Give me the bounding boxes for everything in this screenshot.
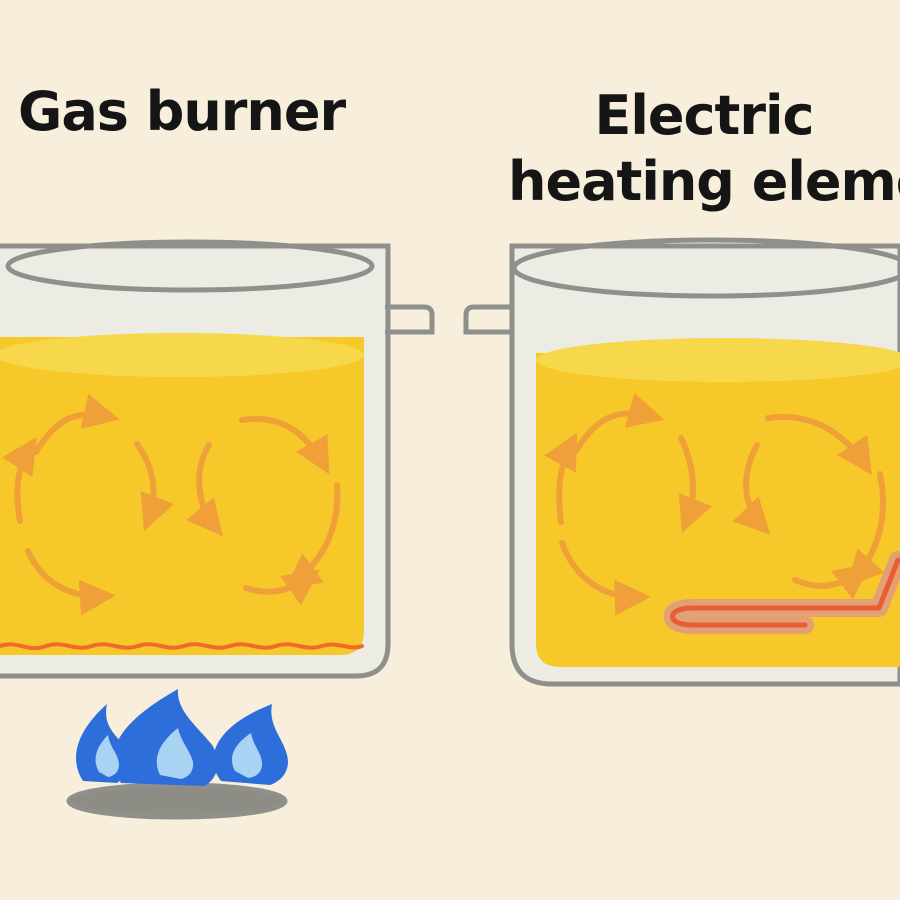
left-convection-arrow-5 <box>239 415 330 475</box>
left-bottom-heat-line <box>0 642 364 651</box>
left-title: Gas burner <box>18 80 346 143</box>
right-title-line-2: heating elemen <box>508 150 900 213</box>
left-convection-arrow-2 <box>134 441 174 532</box>
flame-left-inner <box>95 735 119 777</box>
right-convection-arrow-2 <box>678 435 713 534</box>
flame-center-inner <box>156 728 194 779</box>
left-convection-arrow-8 <box>243 569 320 606</box>
right-convection-arrows <box>544 393 886 616</box>
left-pot-handle <box>385 304 435 335</box>
left-convection-arrow-3 <box>25 548 116 616</box>
left-convection-arrows <box>2 393 341 616</box>
heating-element-core <box>670 557 900 628</box>
gas-burner <box>66 689 288 820</box>
right-pot-handle <box>463 304 514 335</box>
right-convection-arrow-3 <box>559 540 651 616</box>
left-pot-group <box>0 239 435 679</box>
left-convection-arrow-4 <box>2 436 37 524</box>
left-convection-arrow-7 <box>186 442 223 537</box>
left-liquid-surface <box>0 333 364 377</box>
right-pot-rim-inner <box>511 237 900 299</box>
left-pot-rim-inner <box>5 239 375 293</box>
right-convection-arrow-4 <box>544 432 578 525</box>
left-convection-arrow-1 <box>33 393 120 455</box>
right-convection-arrow-7 <box>732 442 771 535</box>
left-liquid-body <box>0 337 364 655</box>
right-convection-arrow-1 <box>573 393 665 454</box>
electric-heating-element <box>663 551 900 634</box>
flame-right-inner <box>231 733 263 778</box>
right-title-line-1: Electric <box>594 84 815 147</box>
right-liquid-surface <box>536 338 900 382</box>
right-title: Electric heating elemen <box>508 83 900 215</box>
right-convection-arrow-8 <box>792 563 871 600</box>
right-convection-arrow-5 <box>765 414 872 476</box>
burner-base <box>66 782 288 820</box>
right-pot-group <box>463 237 900 687</box>
